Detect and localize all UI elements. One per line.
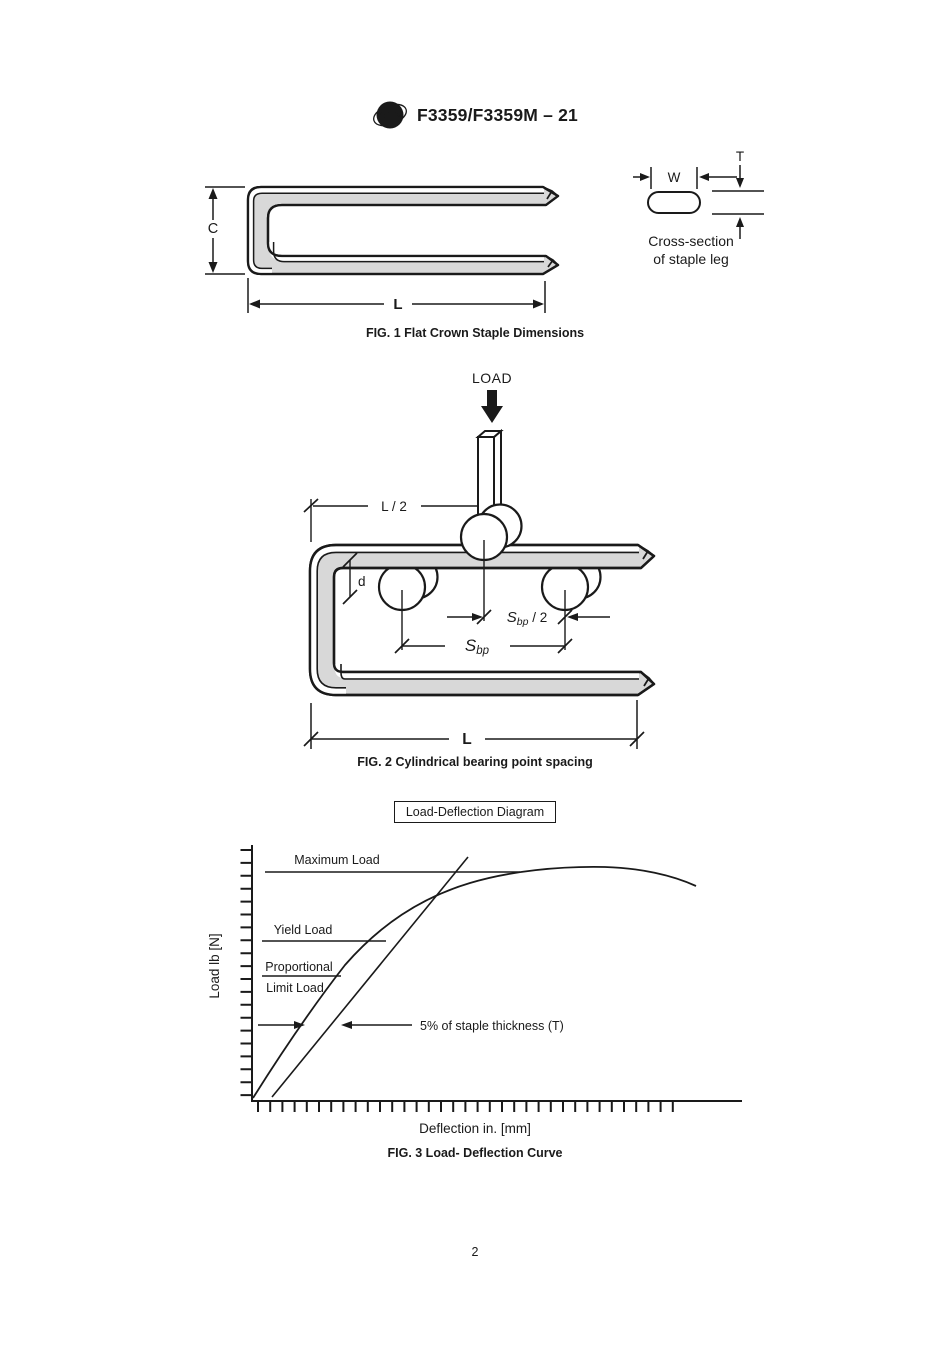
maximum-load-label: Maximum Load (294, 853, 379, 867)
bottom-leg-chisel-tip (545, 255, 559, 268)
offset-arrows (258, 1021, 412, 1029)
proportional-label-line2: Limit Load (266, 981, 324, 995)
fig1-dim-C-label: C (208, 221, 218, 237)
fig2-dim-L2-label: L / 2 (381, 499, 407, 514)
standard-designation: F3359/F3359M – 21 (416, 104, 578, 125)
proportional-label-line1: Proportional (265, 960, 332, 974)
load-label: LOAD (472, 370, 512, 386)
y-axis-label: Load lb [N] (207, 933, 222, 998)
dim-W-label: W (668, 170, 681, 185)
dim-W-lines (633, 167, 737, 189)
fig2-dim-sbp-half (447, 609, 610, 625)
load-arrow-icon (481, 390, 503, 423)
yield-load-label: Yield Load (274, 923, 333, 937)
fig1-dim-L (247, 278, 546, 313)
fig1-cross-section: W T Cross-section of staple leg (633, 149, 764, 267)
cross-section-caption-line1: Cross-section (648, 233, 734, 249)
fig1-staple-diagram: C L W T Cross-section of stapl (205, 149, 764, 313)
astm-logo-icon: ASTM (373, 101, 407, 129)
fig3-title-box: Load-Deflection Diagram (393, 801, 557, 823)
dim-T-lines (712, 165, 764, 239)
axes (240, 845, 742, 1112)
fig1-staple (246, 185, 560, 276)
fig2-caption: FIG. 2 Cylindrical bearing point spacing (357, 755, 593, 769)
fig2-dim-L2 (303, 498, 477, 542)
logo-text: ASTM (377, 111, 403, 121)
top-leg-chisel-tip (542, 186, 559, 200)
fig2-dim-sbp-half-label: Sbp / 2 (507, 609, 547, 628)
page-number: 2 (471, 1245, 479, 1259)
x-axis-label: Deflection in. [mm] (419, 1121, 531, 1136)
bottom-leg-chisel-tip (640, 671, 655, 687)
offset-note-label: 5% of staple thickness (T) (420, 1019, 564, 1033)
reference-lines (262, 871, 520, 977)
fig1-caption: FIG. 1 Flat Crown Staple Dimensions (365, 326, 585, 340)
fig2-staple (308, 543, 656, 697)
logo-orbit (373, 103, 407, 127)
fig3-title-box-wrap: Load-Deflection Diagram (0, 801, 950, 823)
cross-section-caption-line2: of staple leg (653, 251, 729, 267)
offset-line (271, 856, 469, 1098)
fig2-dim-sbp-label: Sbp (465, 636, 490, 657)
fig3-caption: FIG. 3 Load- Deflection Curve (387, 1146, 563, 1160)
fig1-dim-L-label: L (393, 296, 402, 313)
fig1-dim-C (205, 186, 245, 275)
fig2-dim-L-label: L (462, 731, 471, 748)
load-cylinder (459, 503, 523, 562)
dim-T-label: T (736, 149, 744, 164)
fig2-dim-sbp (394, 638, 573, 654)
top-leg-chisel-tip (637, 544, 655, 560)
load-deflection-curve (252, 865, 697, 1099)
page-header: ASTM F3359/F3359M – 21 (0, 97, 950, 133)
fig3-load-deflection-chart: Maximum Load Yield Load Proportional Lim… (207, 845, 742, 1112)
loading-rod (475, 428, 504, 527)
staple-leg-cross-section-shape (647, 191, 701, 214)
fig2-bearing-point-diagram: LOAD L / 2 (303, 370, 656, 749)
cylinder-centerlines (401, 540, 566, 650)
fig2-dim-d (342, 552, 358, 605)
fig2-dim-L (303, 700, 645, 749)
fig2-dim-d-label: d (358, 574, 366, 589)
